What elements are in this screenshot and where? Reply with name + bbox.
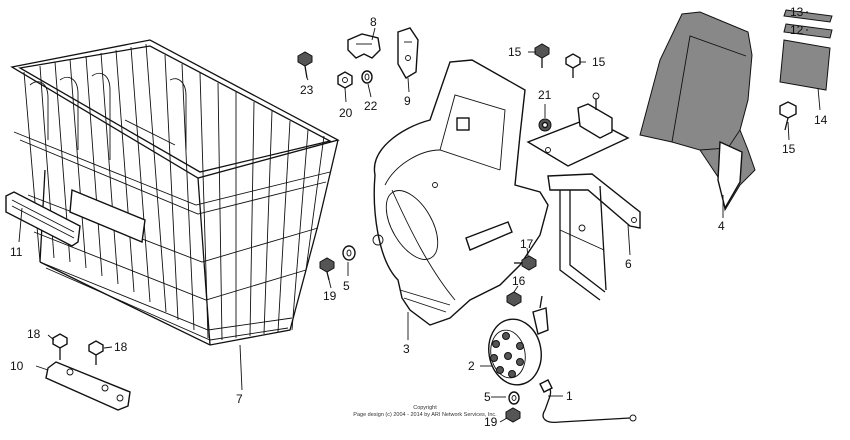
callout-22: 22 — [364, 99, 378, 113]
washer-22 — [361, 70, 373, 84]
horn-wire — [539, 379, 637, 424]
decal-13 — [783, 9, 833, 23]
callout-1: 1 — [566, 389, 573, 403]
copyright-line-2: Page design (c) 2004 - 2014 by ARI Netwo… — [353, 412, 497, 418]
wire-basket — [10, 39, 340, 346]
callout-labels: 1 2 3 4 5 5 6 7 8 9 10 11 12 13 14 15 15… — [10, 5, 828, 429]
callout-15a: 15 — [508, 45, 522, 59]
callout-13: 13 — [790, 5, 804, 19]
callout-19a: 19 — [323, 289, 337, 303]
copyright-notice: Copyright Page design (c) 2004 - 2014 by… — [353, 405, 497, 418]
nut-20 — [337, 71, 353, 89]
callout-3: 3 — [403, 342, 410, 356]
leader-lines — [18, 11, 821, 423]
callout-18b: 18 — [114, 340, 128, 354]
callout-4: 4 — [718, 219, 725, 233]
callout-14: 14 — [814, 113, 828, 127]
bolt-15-b — [565, 53, 581, 78]
screw-18-left — [52, 333, 68, 360]
bolt-23 — [297, 51, 313, 79]
callout-21: 21 — [538, 88, 552, 102]
callout-6: 6 — [625, 257, 632, 271]
callout-5a: 5 — [343, 279, 350, 293]
callout-18a: 18 — [27, 327, 41, 341]
emblem — [5, 191, 81, 247]
callout-23: 23 — [300, 83, 314, 97]
callout-9: 9 — [404, 94, 411, 108]
bolt-15-c — [779, 101, 797, 131]
stay-6 — [547, 173, 641, 301]
callout-15b: 15 — [592, 55, 606, 69]
bolt-19-upper — [319, 257, 335, 281]
upper-bracket — [526, 92, 630, 167]
callout-19b: 19 — [484, 415, 498, 429]
callout-15c: 15 — [782, 142, 796, 156]
callout-16: 16 — [512, 274, 526, 288]
copyright-line-1: Copyright — [413, 405, 437, 411]
callout-8: 8 — [370, 15, 377, 29]
nut-16 — [506, 291, 522, 307]
grommet-5-upper — [342, 245, 356, 261]
lower-bracket — [45, 361, 131, 411]
screw-18-right — [88, 340, 104, 365]
callout-11: 11 — [10, 245, 23, 259]
bolt-15-a — [534, 43, 550, 68]
front-cover — [372, 59, 549, 326]
bolt-19-lower — [505, 407, 521, 423]
callout-20: 20 — [339, 106, 353, 120]
horn — [488, 295, 549, 386]
callout-10: 10 — [10, 359, 24, 373]
decal-14 — [779, 39, 831, 91]
rear-cover — [639, 11, 756, 212]
callout-7: 7 — [236, 392, 243, 406]
callout-2: 2 — [468, 359, 475, 373]
clip-8 — [347, 33, 381, 59]
decal-12 — [783, 23, 833, 39]
grommet-5-lower — [508, 391, 520, 405]
callout-5b: 5 — [484, 390, 491, 404]
bolt-17 — [514, 255, 537, 271]
stay-9 — [397, 27, 419, 79]
grommet-21 — [538, 118, 552, 132]
callout-17: 17 — [520, 237, 534, 251]
callout-12: 12 — [790, 23, 804, 37]
